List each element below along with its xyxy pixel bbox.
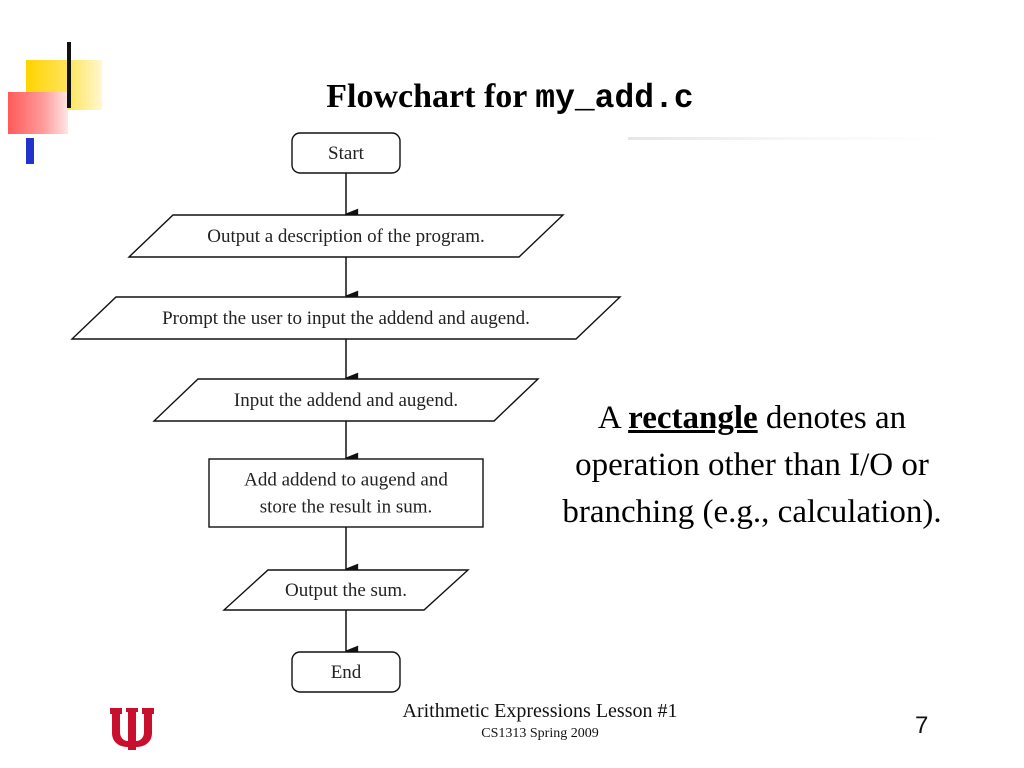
flow-node-output-sum: Output the sum. [222, 569, 470, 611]
page-number: 7 [915, 712, 929, 739]
footer-subtitle: CS1313 Spring 2009 [481, 726, 599, 741]
flow-shape-io [70, 296, 622, 340]
slide-title: Flowchart for my_add.c [0, 78, 1024, 117]
flow-node-start: Start [291, 132, 401, 174]
flow-shape-terminal [291, 132, 401, 174]
slide-title-code: my_add.c [535, 80, 694, 117]
flow-node-add-store: Add addend to augend and store the result… [208, 458, 484, 528]
flow-node-input-values: Input the addend and augend. [152, 378, 540, 422]
corner-black-bar [67, 42, 71, 108]
flow-node-label: Input the addend and augend. [234, 390, 458, 411]
flow-node-label: Output the sum. [285, 580, 407, 601]
flow-node-output-description: Output a description of the program. [127, 214, 565, 258]
flow-node-label: Prompt the user to input the addend and … [162, 308, 530, 329]
flow-node-label: store the result in sum. [260, 497, 433, 518]
flow-node-label: Output a description of the program. [207, 226, 485, 247]
flow-shape-terminal [291, 651, 401, 693]
flow-shape-io [152, 378, 540, 422]
flow-shape-io [222, 569, 470, 611]
corner-blue-bar [26, 138, 34, 164]
flow-shape-process [208, 458, 484, 528]
note-keyword: rectangle [628, 400, 758, 436]
rectangle-note: A rectangle denotes an operation other t… [552, 395, 952, 536]
flow-shape-io [127, 214, 565, 258]
corner-red-block [8, 92, 68, 134]
university-logo [110, 708, 154, 750]
slide-title-text: Flowchart for [326, 78, 536, 115]
note-prefix: A [597, 400, 629, 436]
flow-node-label: End [331, 662, 362, 683]
flow-node-end: End [291, 651, 401, 693]
footer-title: Arithmetic Expressions Lesson #1 [402, 700, 678, 722]
flow-node-label: Start [328, 143, 365, 164]
flow-node-prompt-user: Prompt the user to input the addend and … [70, 296, 622, 340]
corner-white-gap [34, 134, 40, 166]
note-body: denotes an operation other than I/O or b… [562, 400, 942, 530]
flow-node-label: Add addend to augend and [244, 470, 448, 491]
title-underline [628, 137, 948, 140]
